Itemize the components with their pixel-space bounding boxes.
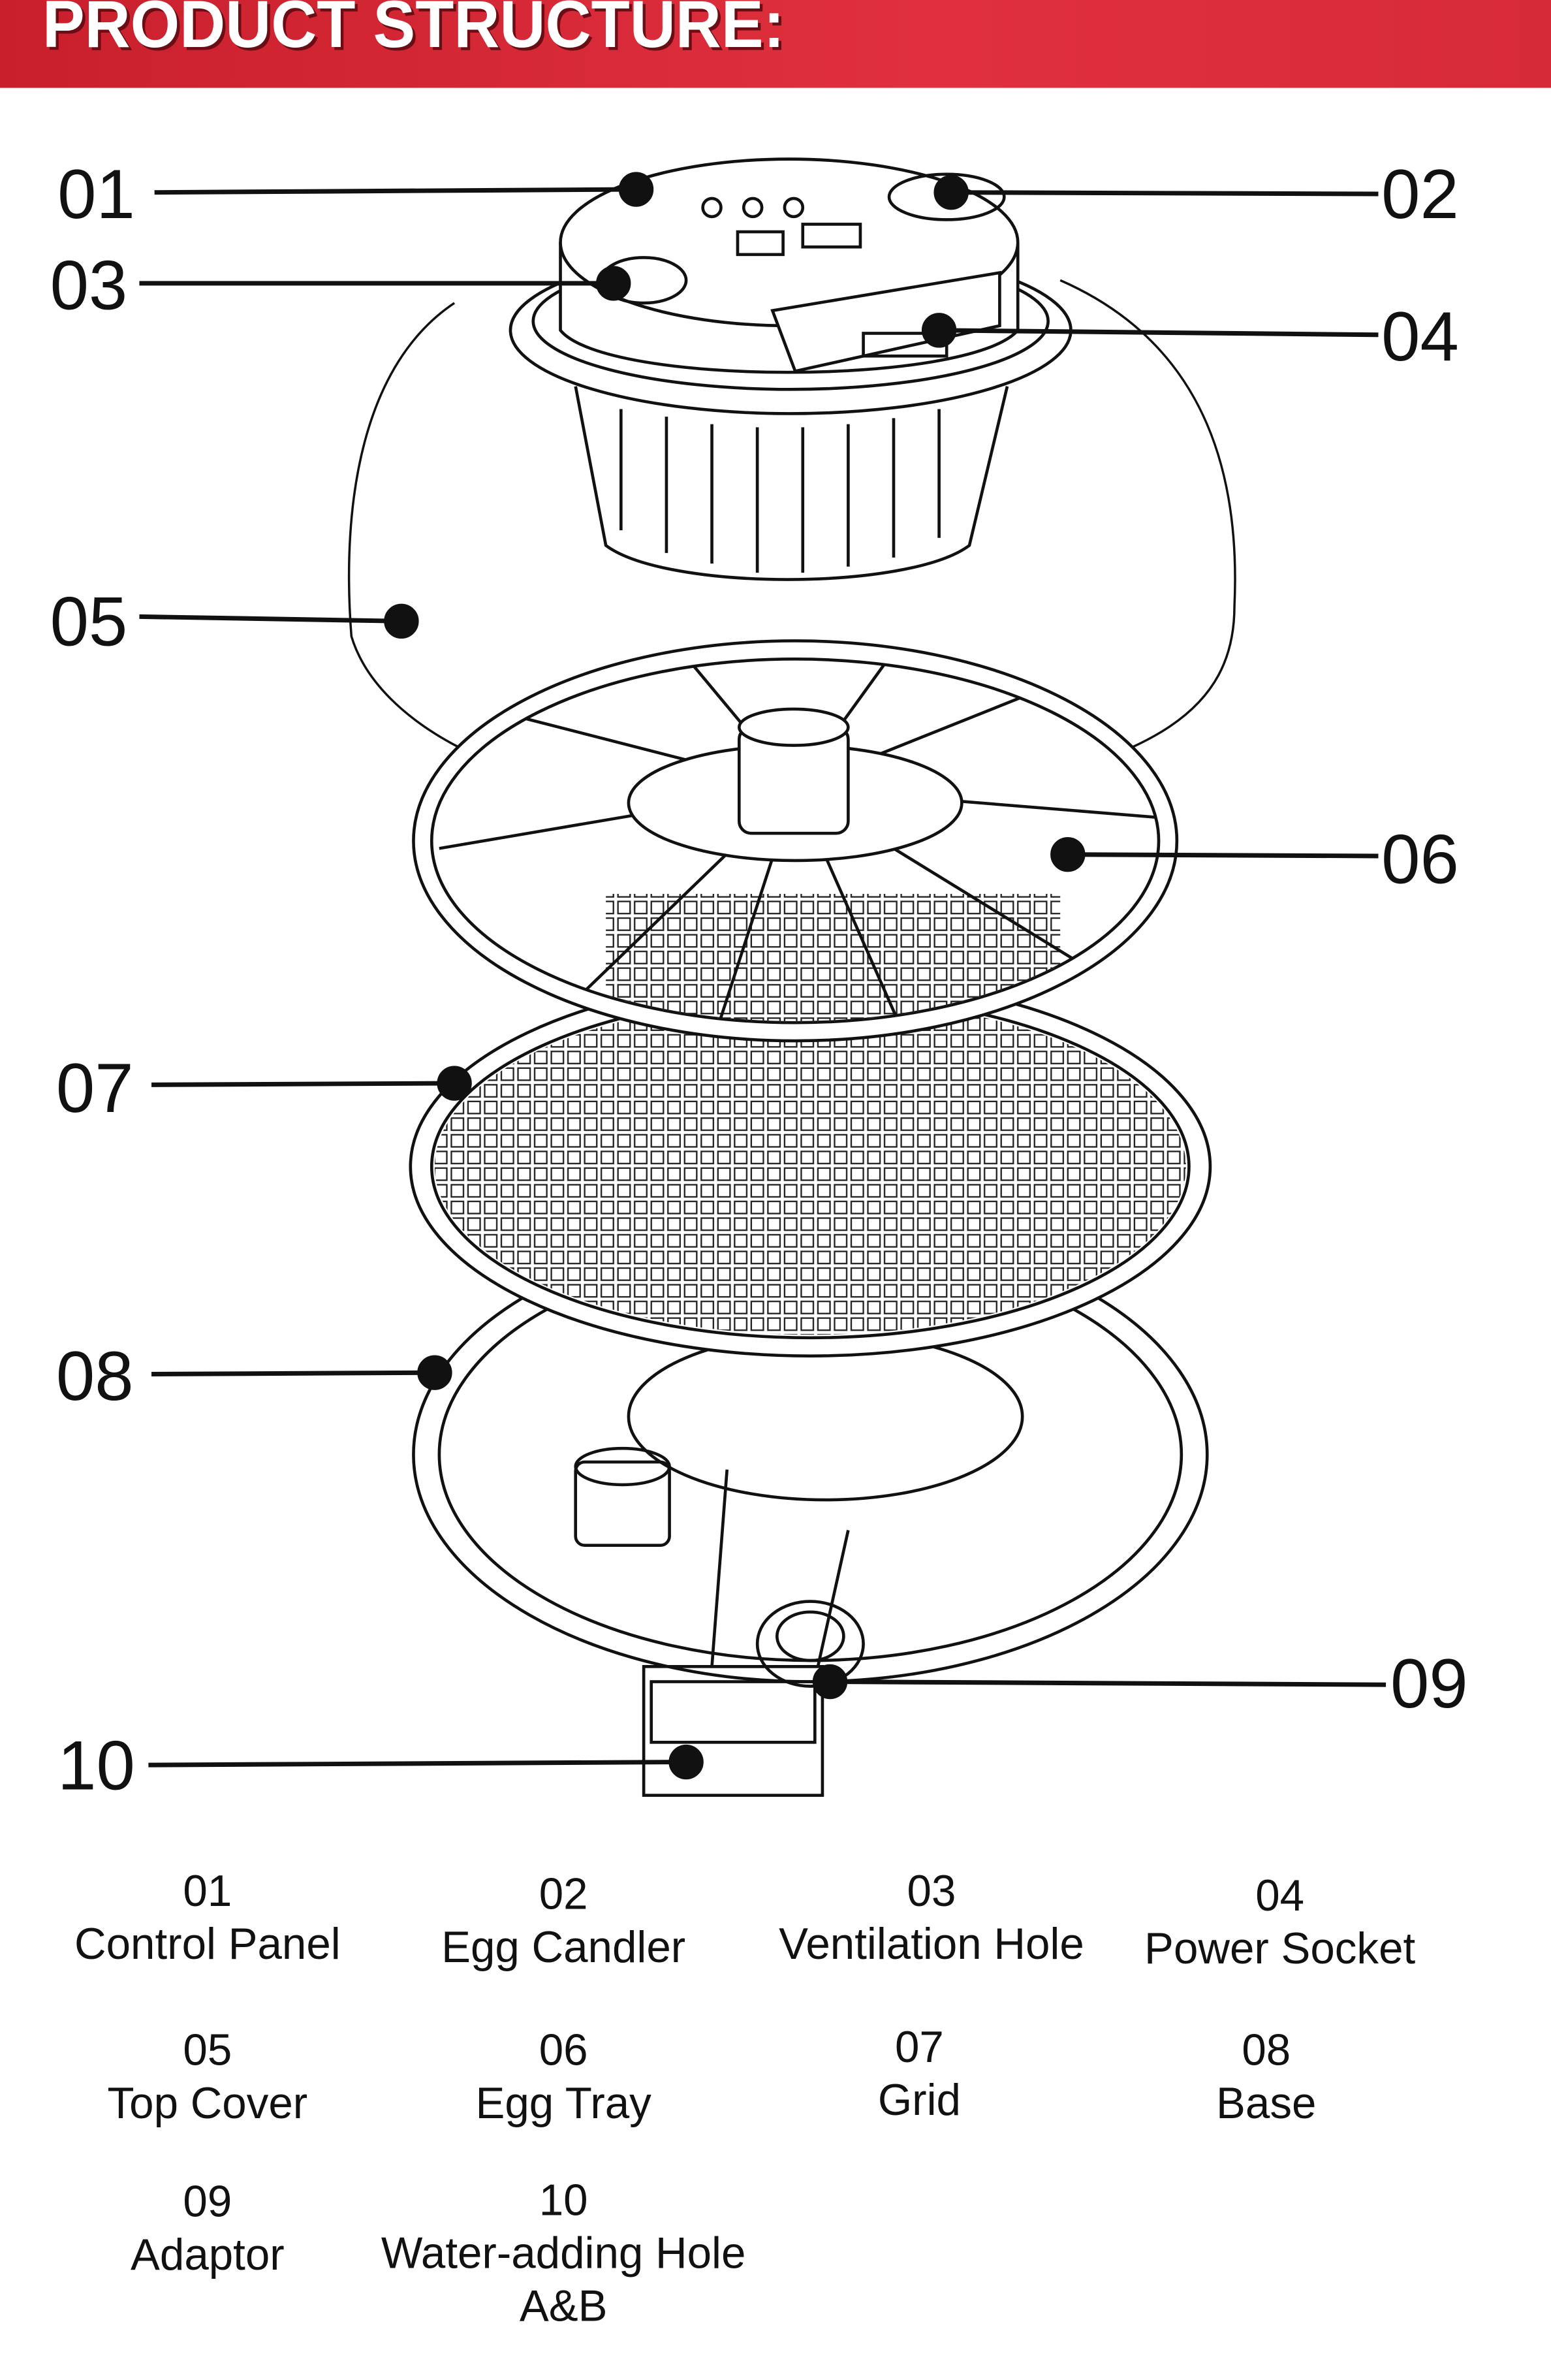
egg-tray	[412, 639, 1179, 1043]
callout-02: 02	[1381, 154, 1459, 234]
page-title: PRODUCT STRUCTURE:	[42, 0, 785, 63]
callout-01: 01	[57, 154, 135, 234]
control-unit	[509, 157, 1073, 581]
callout-07: 07	[55, 1048, 134, 1128]
callout-03: 03	[50, 245, 128, 325]
callout-10: 10	[57, 1725, 135, 1805]
leader-lines	[139, 172, 1386, 1780]
header-banner: PRODUCT STRUCTURE:	[0, 0, 1551, 88]
callout-04: 04	[1381, 296, 1459, 376]
callout-06: 06	[1381, 819, 1459, 898]
callout-09: 09	[1390, 1643, 1468, 1723]
base	[412, 1226, 1209, 1797]
callout-05: 05	[50, 581, 128, 661]
callout-08: 08	[55, 1336, 134, 1416]
